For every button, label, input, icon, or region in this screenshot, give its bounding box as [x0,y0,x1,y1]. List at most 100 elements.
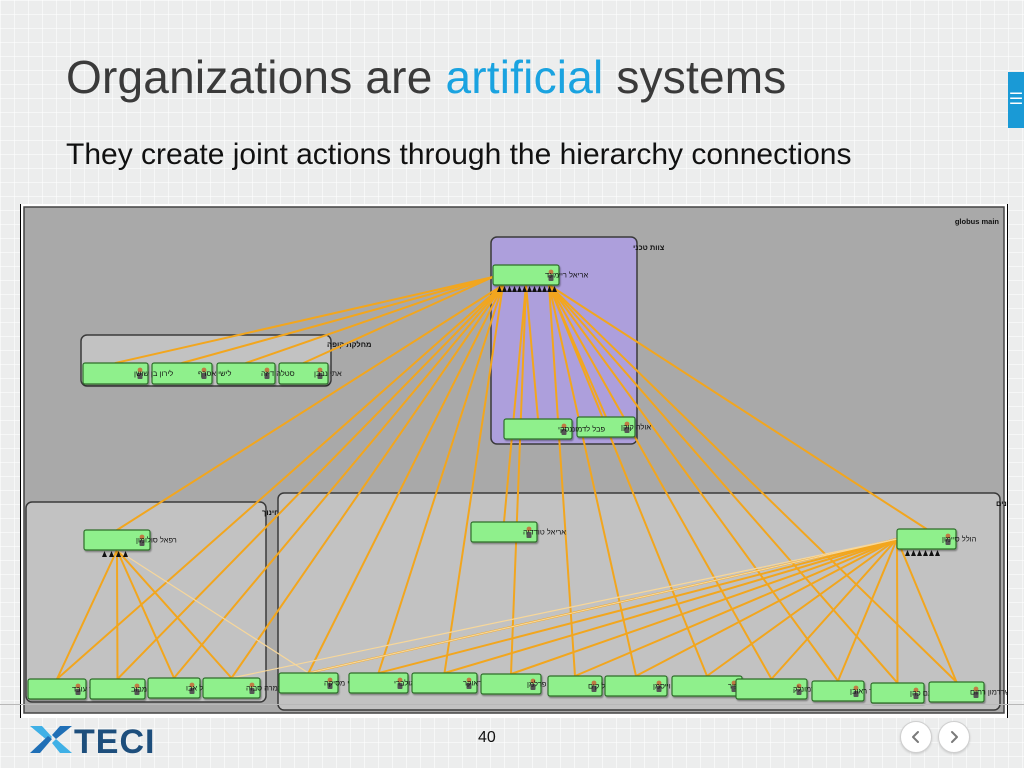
edge-n14-n12 [230,538,898,679]
node-n1[interactable]: אריאל ריימונד [492,264,588,286]
edge-n8-n10 [116,549,119,680]
node-n11[interactable]: יגל אבו [147,677,208,699]
node-label: יגל אבו [186,684,208,693]
person-body-icon [134,689,140,695]
node-label: לירון בן שושן [134,369,173,378]
logo-text: TECI [74,723,155,756]
edge-arrow-icon [929,550,934,556]
person-body-icon [264,373,270,379]
node-n6[interactable]: לישי אסרף [151,362,232,385]
edge-n14-n22 [770,538,898,680]
edge-n1-n8 [116,284,504,531]
node-n12[interactable]: תמרה סבוה [202,677,283,699]
person-body-icon [548,275,554,281]
node-box [811,680,865,702]
node-box [151,362,213,385]
edge-arrow-icon [507,286,512,292]
node-n10[interactable]: דני נימבוב [89,678,163,700]
person-icon [189,682,195,688]
chevron-right-icon [951,731,958,743]
edge-arrow-icon [497,286,502,292]
menu-icon[interactable]: ☰ [1008,72,1024,128]
node-box [470,521,538,543]
diagram-corner-label: globus main [955,217,1000,226]
node-box [480,673,542,695]
node-n3[interactable]: פבל לדמוננסקי [503,418,606,440]
edge-n8-n11 [116,549,175,679]
node-n9[interactable]: מיתר עובד [27,678,105,700]
person-body-icon [137,373,143,379]
edge-n1-n13 [503,284,527,523]
edge-n1-n10 [116,284,504,680]
edge-n14-n16 [377,538,898,674]
node-n4[interactable]: אתי נבבן [278,362,342,385]
node-n8[interactable]: רפאל סולומון [83,529,177,551]
person-body-icon [945,539,951,545]
person-body-icon [624,427,630,433]
node-n25[interactable]: שרדמון רחום [928,681,1007,703]
group-label-ushers: מחלקת סדרנים [996,499,1007,508]
node-label: דני נימבוב [131,685,163,694]
node-label: אולה קוקן [621,423,651,432]
edge-arrow-icon [527,286,532,292]
node-box [278,672,339,694]
person-body-icon [853,691,859,697]
person-icon [945,533,951,539]
person-icon [264,367,270,373]
node-n23[interactable]: בר ראובן [811,680,878,702]
person-body-icon [466,683,472,689]
node-box [348,672,409,694]
edge-n1-n7 [114,276,494,364]
person-body-icon [397,683,403,689]
node-n2[interactable]: אולה קוקן [576,416,651,438]
edge-arrow-icon [547,286,552,292]
node-n19[interactable]: פבל קים [547,675,615,697]
person-body-icon [731,686,737,692]
edge-n1-n14 [548,284,928,530]
person-icon [796,683,802,689]
edge-arrow-icon [116,551,121,557]
node-label: לישי אסרף [198,369,232,378]
person-icon [853,685,859,691]
node-n14[interactable]: הולל סיימון [896,528,977,550]
node-box [503,418,573,440]
prev-slide-button[interactable] [900,721,932,753]
node-box [202,677,261,699]
edge-n14-n21 [706,538,898,677]
node-label: אריאל טודדיה [523,528,566,537]
edge-arrow-icon [911,550,916,556]
person-icon [201,367,207,373]
node-n24[interactable]: נעם כהן [870,682,935,704]
node-label: רפאל סולומון [136,536,177,545]
person-body-icon [249,688,255,694]
edge-n1-n18 [510,284,527,675]
edge-n1-n9 [56,284,504,680]
node-box [83,529,151,551]
edge-n1-n24 [548,284,899,684]
node-n5[interactable]: סטלה דיזה [216,362,295,385]
edge-n14-n20 [635,538,898,677]
node-box [735,678,808,700]
person-icon [561,423,567,429]
person-body-icon [591,686,597,692]
node-box [870,682,925,704]
node-box [216,362,276,385]
person-icon [466,677,472,683]
slide-title: Organizations are artificial systems [66,50,786,104]
edge-arrow-icon [522,286,527,292]
node-n7[interactable]: לירון בן שושן [82,362,173,385]
person-body-icon [796,689,802,695]
group-label-tech: צוות טכני [633,243,665,252]
node-n18[interactable]: סיסרי פרלמן [480,673,566,695]
person-icon [548,269,554,275]
group-label-cash: מחלקת קופה [327,340,371,349]
next-slide-button[interactable] [938,721,970,753]
node-n15[interactable]: אודי מסיקה [278,672,360,694]
edge-n14-n24 [896,538,899,684]
node-label: תמרה סבוה [246,684,283,693]
person-body-icon [561,429,567,435]
person-body-icon [973,692,979,698]
edge-n8-n15 [116,549,310,674]
node-n13[interactable]: אריאל טודדיה [470,521,566,543]
